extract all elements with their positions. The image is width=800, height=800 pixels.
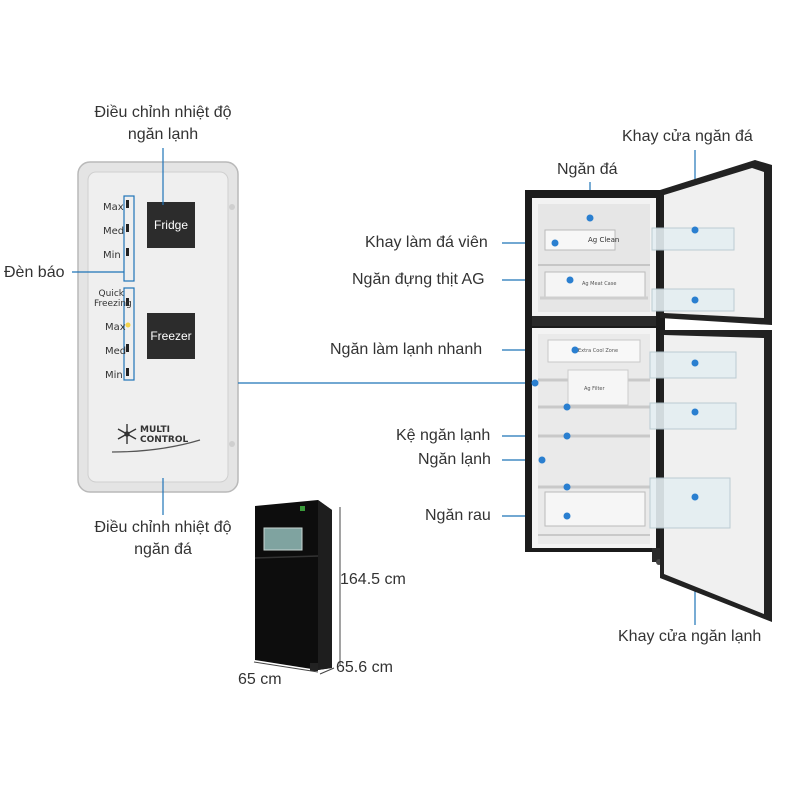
level-max-top: Max xyxy=(103,202,124,213)
dimension-height: 164.5 cm xyxy=(340,571,406,588)
label-meat-drawer: Ngăn đựng thịt AG xyxy=(352,271,485,288)
level-med-top: Med xyxy=(103,226,125,237)
level-med-bottom: Med xyxy=(105,346,127,357)
fridge-thumbnail xyxy=(253,500,341,675)
ag-filter-text: Ag Filter xyxy=(584,386,605,392)
freezer-levels: Max Med Min xyxy=(105,316,126,388)
label-quick-cool-zone: Ngăn làm lạnh nhanh xyxy=(330,341,483,358)
dimension-width: 65 cm xyxy=(238,671,282,688)
label-fridge-shelf: Kệ ngăn lạnh xyxy=(396,427,491,444)
multi-control-brand: MULTI CONTROL xyxy=(140,425,189,445)
snowflake-icon xyxy=(117,424,137,444)
label-freezer-compartment: Ngăn đá xyxy=(557,161,618,178)
label-fridge-door-tray: Khay cửa ngăn lạnh xyxy=(618,628,762,645)
ag-clean-text: Ag Clean xyxy=(588,236,620,244)
dimension-depth: 65.6 cm xyxy=(336,659,393,676)
label-freezer-temp-control: Điều chỉnh nhiệt độ ngăn đá xyxy=(94,519,232,558)
callout-dots xyxy=(531,214,699,520)
freezer-button[interactable]: Freezer xyxy=(150,329,192,343)
label-ice-tray: Khay làm đá viên xyxy=(365,234,488,251)
label-indicator: Đèn báo xyxy=(4,264,65,281)
extra-cool-zone-text: Extra Cool Zone xyxy=(578,348,619,354)
label-vegetable-drawer: Ngăn rau xyxy=(425,507,491,524)
refrigerator xyxy=(525,160,772,622)
fridge-levels: Max Med Min xyxy=(103,196,124,268)
fridge-button-shape xyxy=(147,202,195,248)
level-min-bottom: Min xyxy=(105,370,123,381)
level-min-top: Min xyxy=(103,250,121,261)
quick-freezing-label: Quick Freezing xyxy=(94,289,132,309)
label-freezer-door-tray: Khay cửa ngăn đá xyxy=(622,128,753,145)
label-fridge-temp-control: Điều chỉnh nhiệt độ ngăn lạnh xyxy=(94,104,232,143)
fridge-button[interactable]: Fridge xyxy=(153,218,188,232)
label-fridge-compartment: Ngăn lạnh xyxy=(418,451,491,468)
ag-meat-case-text: Ag Meat Case xyxy=(582,281,617,287)
level-max-bottom: Max xyxy=(105,322,126,333)
control-panel xyxy=(77,161,239,493)
freezer-button-shape xyxy=(147,313,195,359)
